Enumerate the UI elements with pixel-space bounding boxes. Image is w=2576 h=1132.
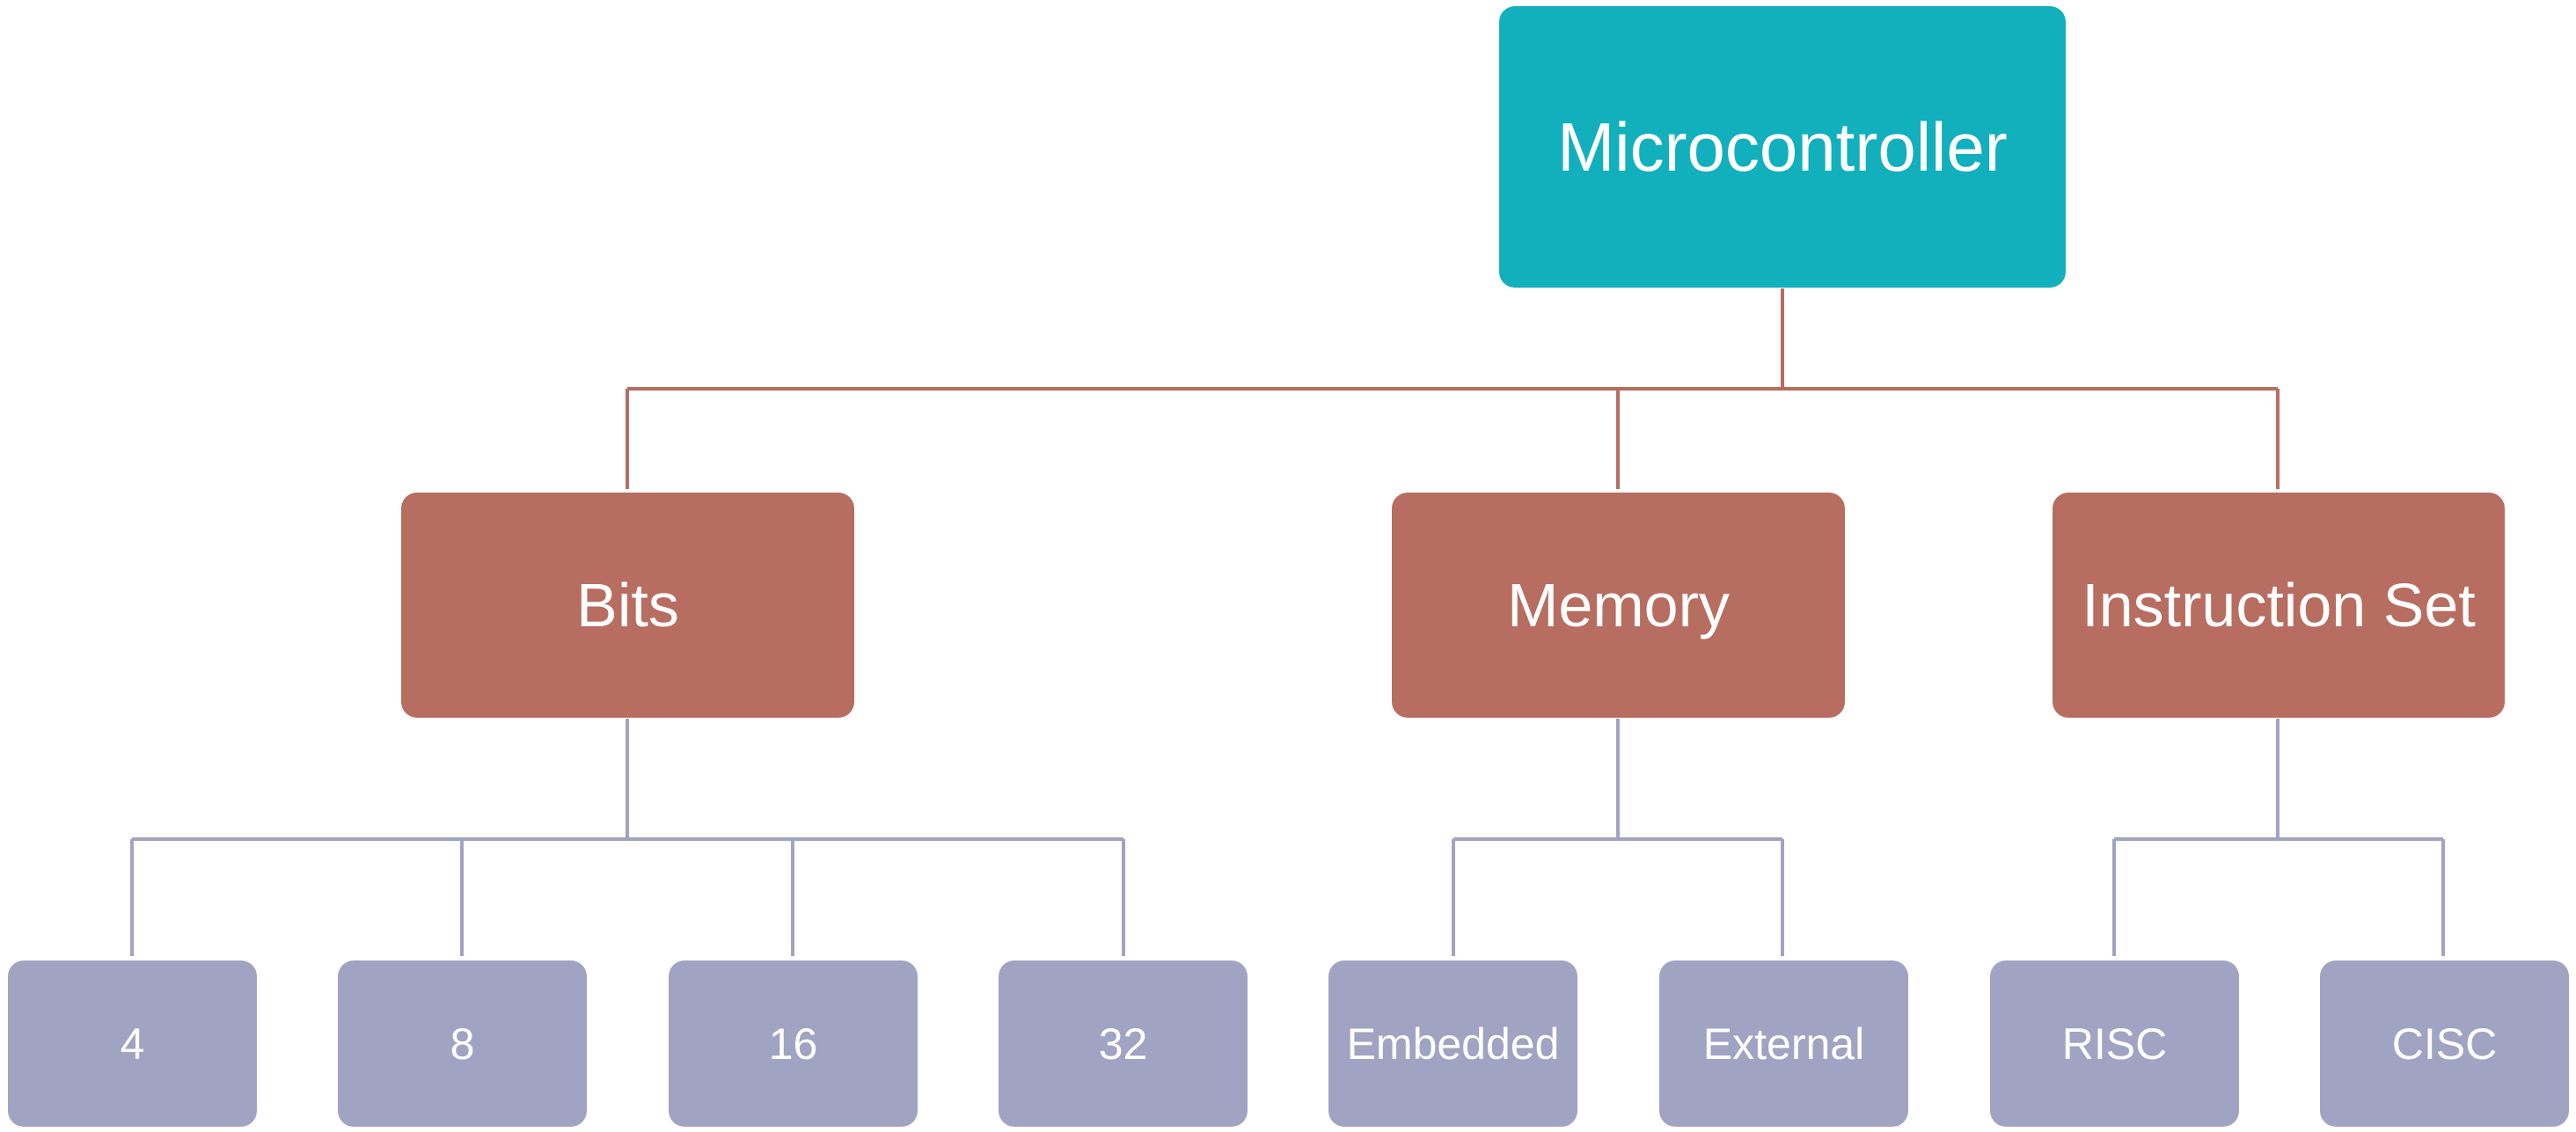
- category-node-memory: Memory: [1392, 493, 1845, 718]
- category-node-label: Instruction Set: [2082, 571, 2476, 639]
- root-node-microcontroller: Microcontroller: [1499, 6, 2066, 288]
- leaf-node-label: External: [1702, 1019, 1865, 1069]
- leaf-node-risc: RISC: [1990, 960, 2239, 1127]
- leaf-node-external: External: [1659, 960, 1908, 1127]
- root-node-label: Microcontroller: [1557, 107, 2008, 186]
- category-node-label: Memory: [1507, 571, 1730, 639]
- category-node-instruction-set: Instruction Set: [2053, 493, 2505, 718]
- category-node-label: Bits: [576, 571, 679, 639]
- category-connectors: [130, 719, 2445, 956]
- leaf-node-4: 4: [8, 960, 257, 1127]
- leaf-node-label: Embedded: [1346, 1019, 1560, 1069]
- category-node-bits: Bits: [401, 493, 854, 718]
- leaf-node-32: 32: [999, 960, 1248, 1127]
- leaf-node-label: 8: [450, 1019, 475, 1069]
- leaf-node-label: 4: [120, 1019, 145, 1069]
- leaf-node-label: 16: [768, 1019, 818, 1069]
- root-connectors: [626, 288, 2280, 489]
- leaf-node-8: 8: [338, 960, 587, 1127]
- leaf-node-16: 16: [669, 960, 918, 1127]
- leaf-node-embedded: Embedded: [1328, 960, 1577, 1127]
- leaf-node-cisc: CISC: [2320, 960, 2569, 1127]
- leaf-node-label: CISC: [2391, 1019, 2498, 1069]
- leaf-node-label: RISC: [2061, 1019, 2168, 1069]
- leaf-node-label: 32: [1098, 1019, 1148, 1069]
